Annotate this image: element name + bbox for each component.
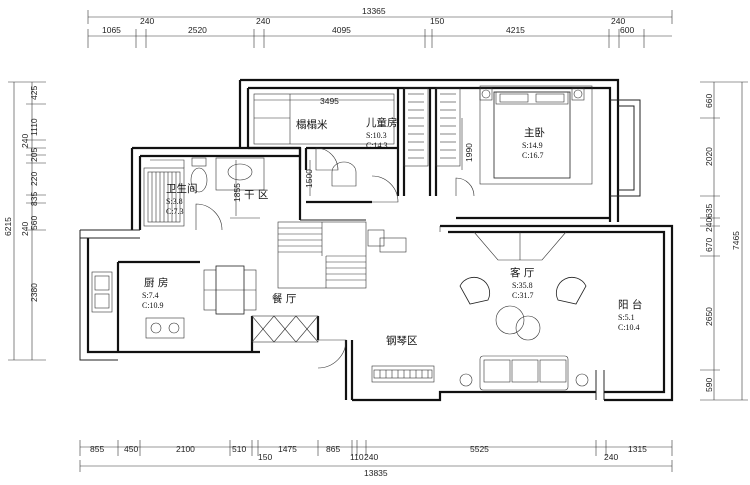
kitchen-area: S:7.4 [142,291,159,300]
dry-area-label: 干 区 [244,189,268,201]
top-dim-7: 4215 [506,25,525,35]
bottom-dim-8: 110 [350,452,364,462]
kitchen-perimeter: C:10.9 [142,301,164,310]
bottom-dim-5: 150 [258,452,272,462]
doors [195,147,605,392]
bottom-dim-11: 240 [604,452,618,462]
kids-room-perimeter: C:14.3 [366,141,388,150]
kitchen-label: 厨 房 [144,276,168,289]
bottom-dimensions: 855 450 2100 510 150 1475 865 110 240 55… [79,440,673,478]
bottom-dim-7: 865 [326,444,340,454]
living-room-area: S:35.8 [512,281,533,290]
top-dim-3: 2520 [188,25,207,35]
right-dim-4: 240 [704,218,714,232]
bathroom-fixtures [143,157,208,227]
bottom-dim-3: 2100 [176,444,195,454]
right-dim-3: 635 [704,204,714,218]
balcony-perimeter: C:10.4 [618,323,640,332]
bathroom-label: 卫生间 [166,182,198,195]
bottom-dim-6: 1475 [278,444,297,454]
staircase [277,221,407,289]
room-labels: 榻榻米 儿童房 S:10.3 C:14.3 主卧 S:14.9 C:16.7 卫… [142,116,642,347]
bottom-dim-4: 510 [232,444,246,454]
master-bedroom-perimeter: C:16.7 [522,151,544,160]
tatami-area [253,93,395,145]
walls [79,78,674,402]
piano-area-label: 钢琴区 [386,334,418,347]
top-dim-1: 1065 [102,25,121,35]
right-total-dim: 7465 [731,231,741,250]
top-dim-9: 600 [620,25,634,35]
top-dim-4: 240 [256,16,270,26]
master-dim: 1990 [464,143,474,162]
bottom-total-dim: 13835 [364,468,388,478]
living-furniture [459,231,589,391]
left-dim-8: 560 [29,216,39,230]
right-dimensions: 660 2020 635 240 670 2650 590 7465 [700,81,748,401]
left-dim-6: 835 [29,192,39,206]
tatami-label: 榻榻米 [296,118,328,131]
dining-table [203,265,319,343]
left-dim-1: 425 [29,86,39,100]
inner-dimensions: 3495 1855 1500 1990 [232,96,474,216]
left-total-dim: 6215 [3,217,13,236]
wash-basin [215,157,265,219]
living-room-label: 客 厅 [510,266,534,279]
right-dim-1: 660 [704,94,714,108]
kids-room-area: S:10.3 [366,131,387,140]
top-total-dim: 13365 [362,6,386,16]
left-dim-9: 2380 [29,283,39,302]
top-dim-8: 240 [611,16,625,26]
master-bedroom-label: 主卧 [524,126,545,139]
piano [371,365,435,383]
master-bed [479,85,593,185]
top-dimensions: 13365 1065 240 2520 240 4095 150 4215 24… [87,6,673,48]
balcony-label: 阳 台 [618,298,642,311]
kids-room-label: 儿童房 [366,116,398,129]
dining-label: 餐 厅 [272,292,296,305]
left-dimensions: 425 1110 240 205 220 835 240 560 2380 62… [3,81,46,361]
bathroom-perimeter: C:7.3 [166,207,184,216]
bathroom-area: S:3.8 [166,197,183,206]
top-dim-2: 240 [140,16,154,26]
tatami-width-dim: 3495 [320,96,339,106]
kitchen-fixtures [91,271,185,339]
bottom-dim-9: 240 [364,452,378,462]
right-dim-2: 2020 [704,147,714,166]
left-dim-5: 220 [29,172,39,186]
left-dim-2: 1110 [29,118,39,136]
left-dim-7: 240 [20,222,30,236]
kids-room-dim: 1500 [304,169,314,188]
kids-bed [331,161,357,187]
bottom-dim-1: 855 [90,444,104,454]
top-dim-5: 4095 [332,25,351,35]
wardrobes [403,87,461,167]
left-dim-3: 240 [20,134,30,148]
bottom-dim-2: 450 [124,444,138,454]
living-room-perimeter: C:31.7 [512,291,534,300]
left-dim-4: 205 [29,148,39,162]
top-dim-6: 150 [430,16,444,26]
right-dim-5: 670 [704,238,714,252]
bottom-dim-12: 1315 [628,444,647,454]
balcony-area: S:5.1 [618,313,635,322]
right-dim-6: 2650 [704,307,714,326]
right-dim-7: 590 [704,378,714,392]
dry-area-dim: 1855 [232,183,242,202]
bottom-dim-10: 5525 [470,444,489,454]
master-bedroom-area: S:14.9 [522,141,543,150]
